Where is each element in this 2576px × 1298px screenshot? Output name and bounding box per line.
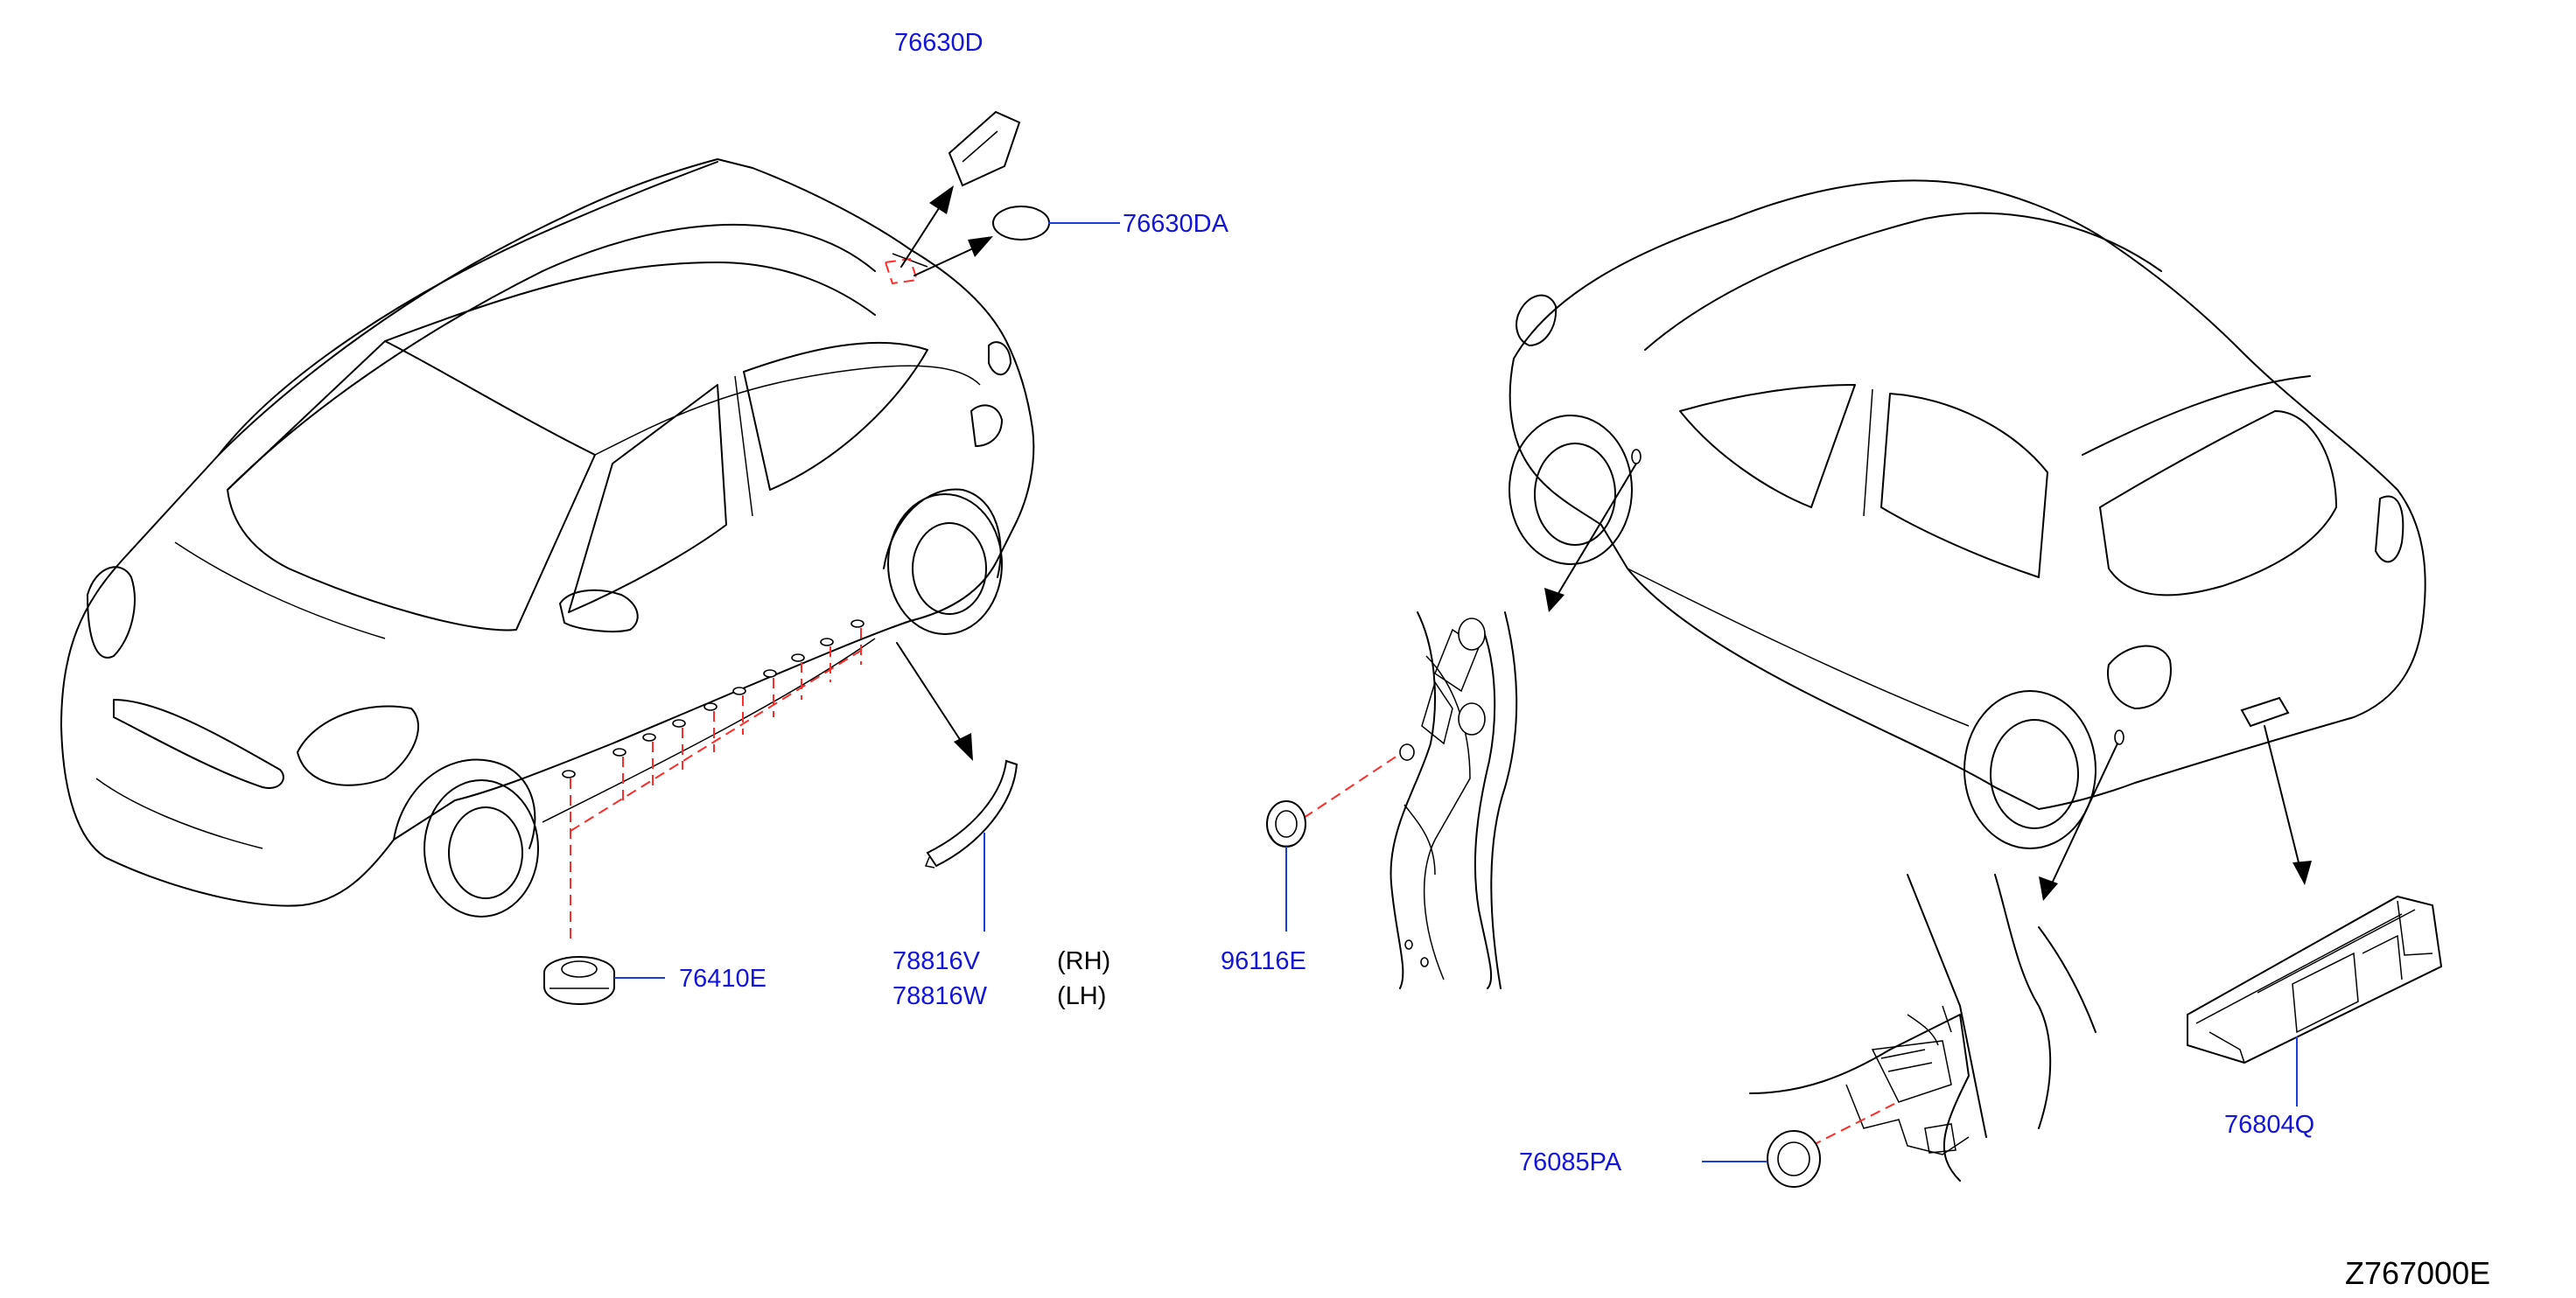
label-rh: (RH) xyxy=(1057,947,1110,975)
label-96116E[interactable]: 96116E xyxy=(1221,947,1306,975)
label-76804Q[interactable]: 76804Q xyxy=(2224,1111,2314,1139)
label-76085PA[interactable]: 76085PA xyxy=(1519,1148,1622,1176)
label-78816V[interactable]: 78816V xyxy=(892,947,981,975)
part-76410E-grommet[interactable] xyxy=(543,956,615,1006)
sill-clip-holes xyxy=(562,619,864,778)
roof-arrows xyxy=(900,185,993,276)
part-76630D[interactable] xyxy=(948,110,1021,187)
moulding-arrow xyxy=(896,642,973,761)
leader-lines xyxy=(614,222,2298,1162)
rear-car-illustration xyxy=(1508,179,2426,849)
label-76630DA[interactable]: 76630DA xyxy=(1123,210,1229,238)
part-76630DA[interactable] xyxy=(992,206,1050,241)
rear-car-arrows xyxy=(1544,463,2312,901)
part-96116E-grommet[interactable] xyxy=(1266,800,1306,848)
front-car-illustration xyxy=(60,158,1035,940)
grommet-76085PA-guide xyxy=(1810,1103,1895,1147)
label-76410E[interactable]: 76410E xyxy=(679,965,766,993)
label-76630D[interactable]: 76630D xyxy=(894,29,984,57)
rear-floor-panel xyxy=(1749,874,2096,1182)
part-78816-moulding[interactable] xyxy=(924,759,1018,869)
grommet-96116E-guide xyxy=(1303,753,1401,819)
sill-dashed-guides xyxy=(570,628,867,940)
label-78816W[interactable]: 78816W xyxy=(892,982,988,1010)
label-lh: (LH) xyxy=(1057,982,1106,1010)
diagram-code: Z767000E xyxy=(2345,1255,2490,1291)
wheel-well-panel xyxy=(1390,611,1518,989)
part-76804Q-bracket[interactable] xyxy=(2187,895,2443,1064)
part-76085PA-grommet[interactable] xyxy=(1767,1130,1821,1188)
